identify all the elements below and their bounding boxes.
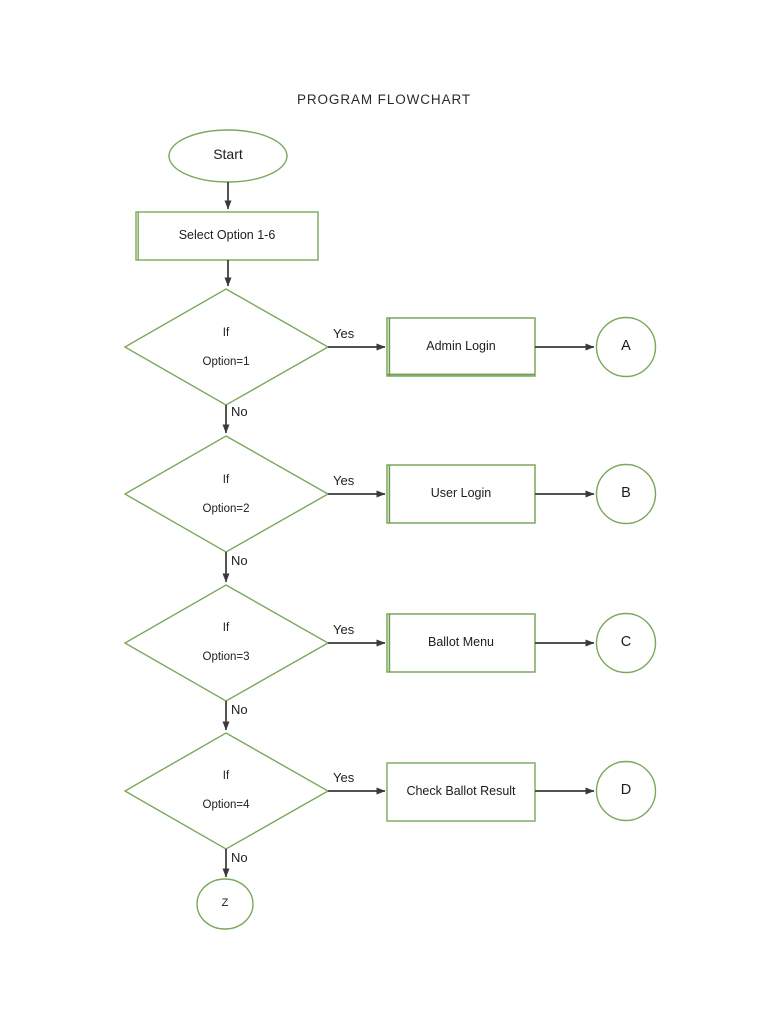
- decision-4-shape[interactable]: [123, 732, 330, 850]
- connector-z-shape[interactable]: [196, 878, 254, 930]
- admin-login-node-shape[interactable]: [386, 317, 536, 377]
- connector-b-shape[interactable]: [595, 463, 657, 525]
- connector-d-shape[interactable]: [595, 760, 657, 822]
- select-option-node-shape[interactable]: [135, 211, 319, 261]
- check-ballot-result-node-shape[interactable]: [386, 762, 536, 822]
- start-node-shape[interactable]: [168, 129, 288, 183]
- connector-a-shape[interactable]: [595, 316, 657, 378]
- decision-2-shape[interactable]: [123, 435, 330, 553]
- decision-1-shape[interactable]: [123, 288, 330, 406]
- decision-3-shape[interactable]: [123, 584, 330, 702]
- page-title: PROGRAM FLOWCHART: [296, 92, 472, 107]
- connector-c-shape[interactable]: [595, 612, 657, 674]
- ballot-menu-node-shape[interactable]: [386, 613, 536, 673]
- user-login-node-shape[interactable]: [386, 464, 536, 524]
